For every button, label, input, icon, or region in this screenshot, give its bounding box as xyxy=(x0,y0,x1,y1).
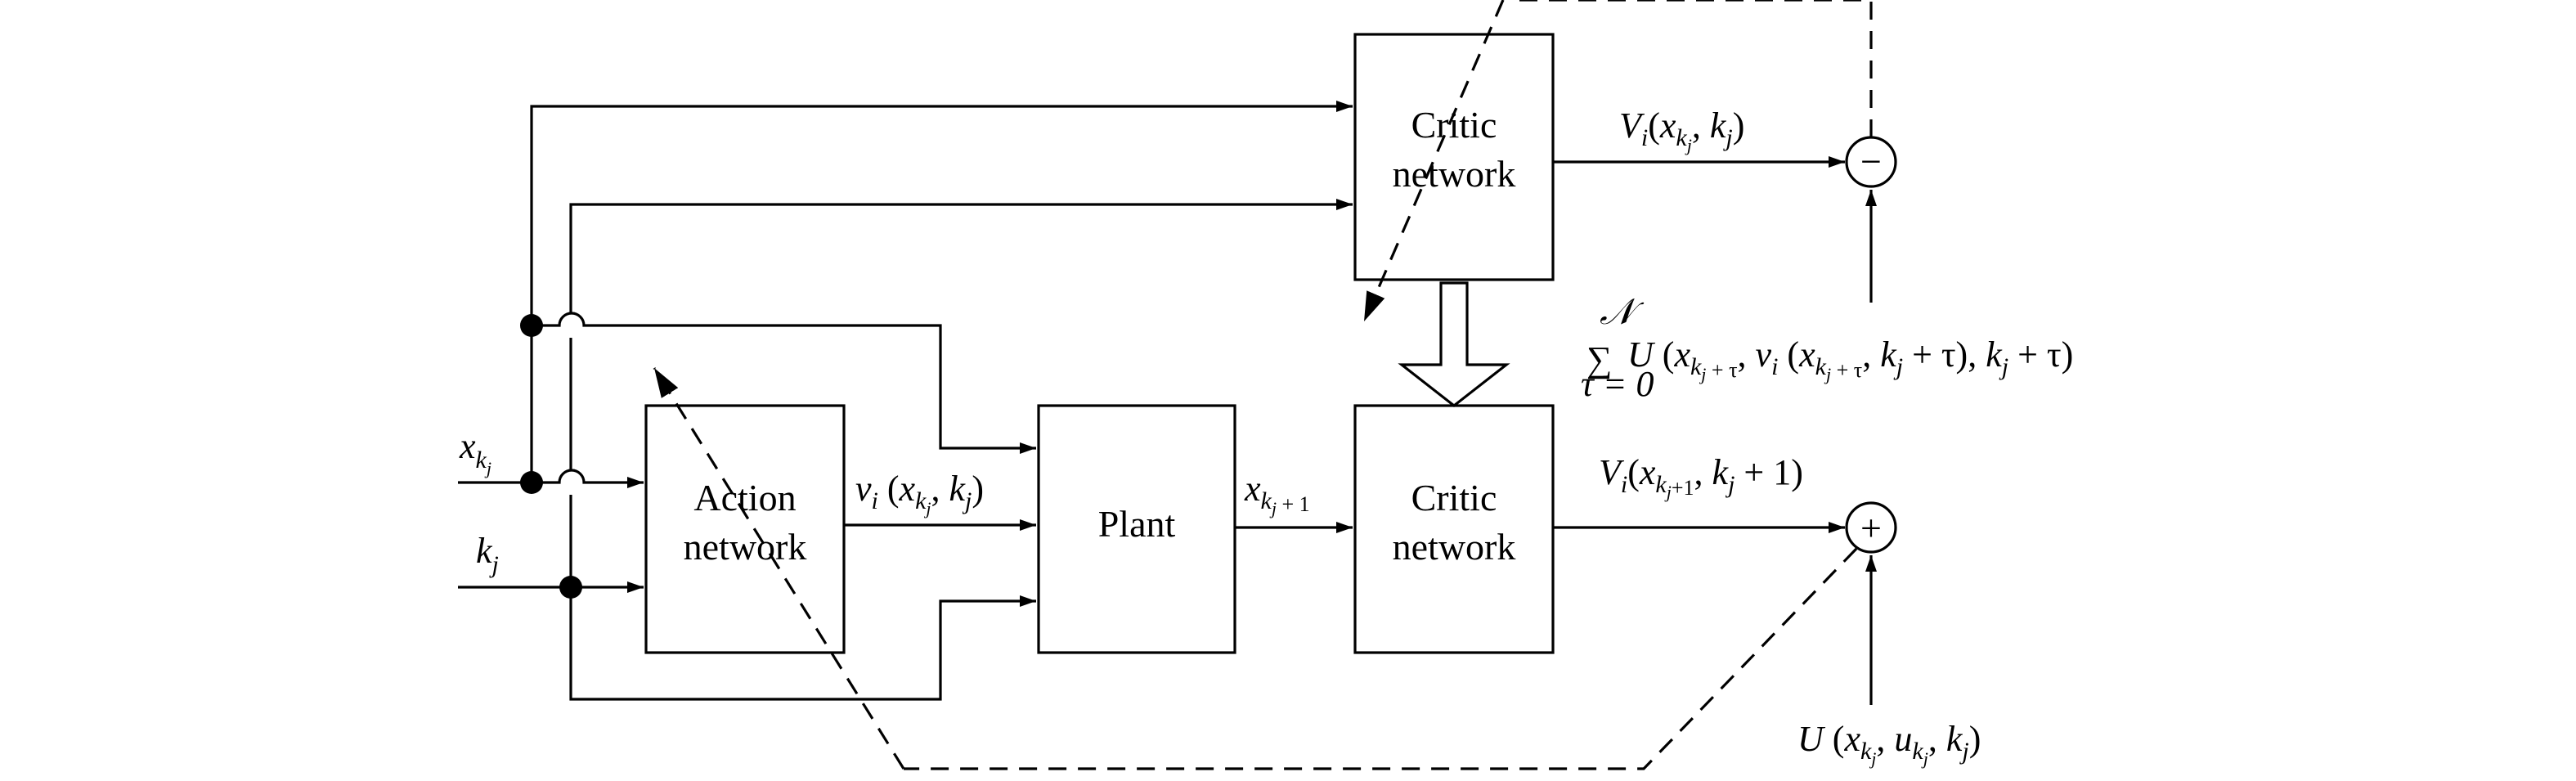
plant-output-label: xkj + 1 xyxy=(1244,469,1310,518)
critic-network-bottom xyxy=(1353,404,1555,654)
critic-bottom-label-2: network xyxy=(1393,526,1516,568)
k-branch-to-critic-top xyxy=(569,204,1353,587)
critic-top-label-2: network xyxy=(1393,153,1516,195)
k-branch-to-plant xyxy=(569,587,1036,701)
summer-bottom xyxy=(1845,501,1897,554)
critic-top-output-label: Vi(xkj, kj) xyxy=(1619,105,1744,155)
plant-block xyxy=(1037,404,1236,654)
critic-top-label-1: Critic xyxy=(1411,104,1497,146)
critic-network-top xyxy=(1353,33,1555,281)
plant-label: Plant xyxy=(1098,503,1176,545)
summer-top-sign: − xyxy=(1860,141,1882,182)
x-input-label: xkj xyxy=(459,426,491,478)
sum-lower-limit: τ = 0 xyxy=(1581,364,1654,404)
k-input-label: kj xyxy=(476,531,499,578)
action-output-label: vi (xkj, kj) xyxy=(855,469,984,518)
utility-label: U (xkj, ukj, kj) xyxy=(1797,719,1981,769)
x-branch-to-plant xyxy=(532,312,1036,454)
summer-bottom-sign: + xyxy=(1860,507,1882,549)
sum-body: U (xkj + τ, vi (xkj + τ, kj + τ), kj + τ… xyxy=(1627,334,2073,384)
junction-dot-k xyxy=(559,576,582,599)
dashed-bottom-error xyxy=(904,547,1858,770)
critic-bottom-output-label: Vi(xkj+1, kj + 1) xyxy=(1599,452,1803,502)
x-input-line xyxy=(458,469,644,488)
sum-sigma: ∑ xyxy=(1586,339,1612,379)
summation-label: 𝒩 ∑ τ = 0 U (xkj + τ, vi (xkj + τ, kj + … xyxy=(1581,292,2073,404)
action-label-2: network xyxy=(684,526,807,568)
junction-dot-x xyxy=(520,471,543,494)
dashed-top-error xyxy=(1510,0,1873,137)
weight-copy-arrow xyxy=(1398,281,1510,408)
sum-upper-limit: 𝒩 xyxy=(1600,292,1645,332)
action-network xyxy=(644,404,846,654)
x-branch-to-critic-top xyxy=(530,101,1353,483)
dashed-action-tuning xyxy=(653,367,905,770)
critic-bottom-label-1: Critic xyxy=(1411,477,1497,518)
junction-dot-x-top xyxy=(520,314,543,337)
